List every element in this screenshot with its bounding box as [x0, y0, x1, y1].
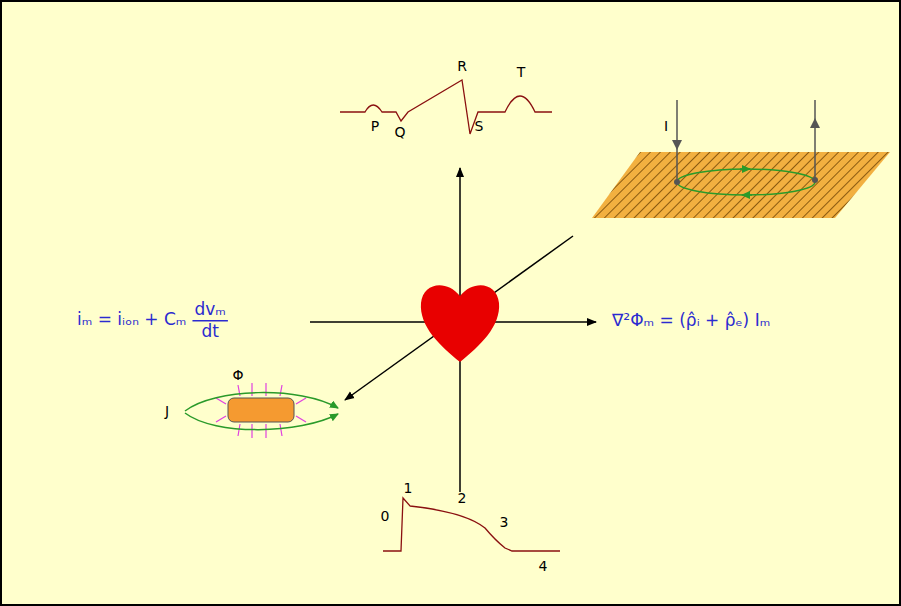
diagonal-axis	[345, 236, 573, 400]
potential-label: Φ	[232, 367, 243, 383]
electrode	[814, 100, 816, 180]
current-arrow	[672, 140, 682, 150]
current-label: I	[664, 118, 668, 134]
current-loop	[677, 169, 815, 195]
electrode-tip	[812, 177, 818, 183]
wave-label: S	[475, 118, 484, 134]
phase-number: 4	[539, 558, 548, 574]
equation-numerator: dvₘ	[194, 300, 225, 320]
phase-number: 0	[381, 508, 390, 524]
equation: iₘ = iᵢₒₙ + Cₘ	[77, 310, 186, 330]
phase-number: 1	[404, 480, 413, 496]
equation-denominator: dt	[201, 322, 218, 342]
wave-label: R	[457, 58, 467, 74]
equation: ∇²Φₘ = (ρ̂ᵢ + ρ̂ₑ) Iₘ	[612, 311, 770, 331]
phase-number: 3	[500, 514, 509, 530]
wave-label: Q	[394, 124, 405, 140]
wave-label: P	[371, 118, 379, 134]
heart	[421, 285, 499, 362]
loop-arrow	[742, 194, 752, 196]
current-density-label: J	[165, 403, 169, 419]
wave-label: T	[517, 64, 526, 80]
electrode-tip	[674, 179, 680, 185]
tissue-sheet	[592, 152, 890, 218]
ecg-trace	[340, 80, 552, 134]
loop-arrow	[740, 168, 750, 170]
fiber	[228, 398, 294, 422]
current-arrow	[810, 118, 820, 128]
phase-number: 2	[458, 490, 467, 506]
action-potential-trace	[383, 498, 560, 551]
